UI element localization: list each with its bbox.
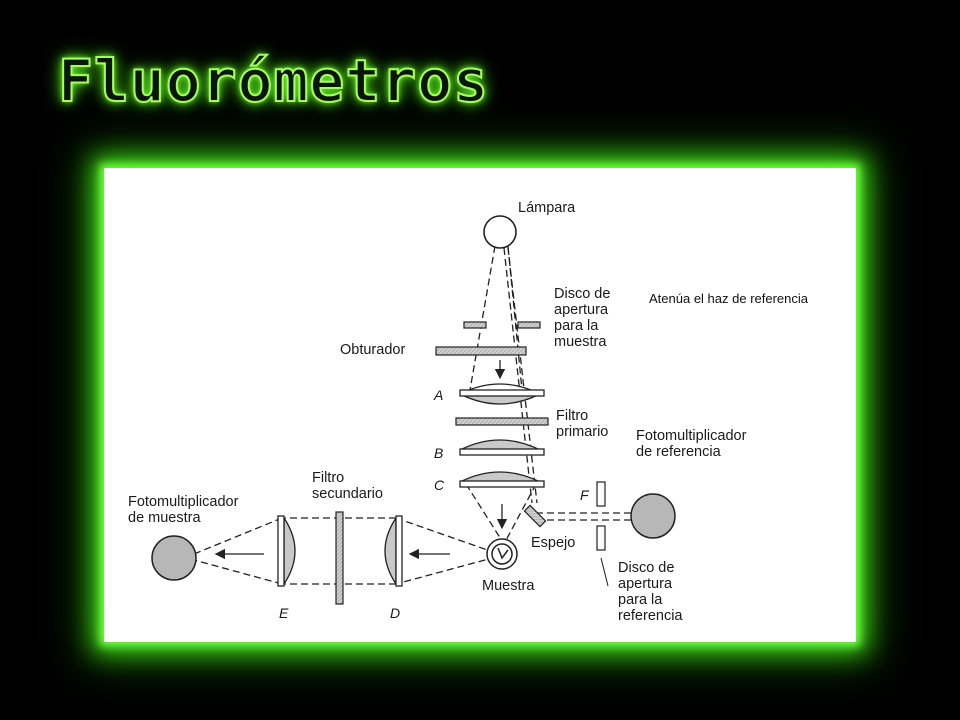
letter-e: E: [279, 605, 289, 621]
label-disco-muestra: Disco de apertura para la muestra: [554, 286, 611, 350]
letter-c: C: [434, 477, 445, 493]
letter-b: B: [434, 445, 444, 461]
label-fotomult-muestra: Fotomultiplicador de muestra: [128, 494, 239, 526]
label-disco-referencia: Disco de apertura para la referencia: [618, 560, 683, 624]
primary-filter: [455, 417, 549, 426]
annotation-reference-beam: Atenúa el haz de referencia: [649, 291, 808, 306]
label-espejo: Espejo: [531, 535, 576, 551]
lens-d: [384, 515, 403, 587]
reference-photomultiplier: [630, 493, 676, 539]
label-filtro-secundario: Filtro secundario: [312, 470, 383, 502]
lens-a: [459, 383, 545, 405]
secondary-filter: [335, 511, 344, 605]
label-lampara: Lámpara: [518, 200, 576, 216]
lamp: [483, 215, 517, 249]
aperture-disc-sample: [463, 321, 541, 329]
aperture-disc-reference: [596, 481, 606, 551]
sample-cuvette: [486, 538, 518, 570]
label-muestra: Muestra: [482, 578, 535, 594]
slide-title: Fluorómetros: [57, 47, 490, 115]
direction-arrows: [214, 360, 508, 560]
letter-d: D: [390, 605, 401, 621]
diagram-drawing: [151, 215, 676, 605]
letter-f: F: [580, 487, 589, 503]
mirror: [523, 504, 547, 528]
lens-b: [459, 439, 545, 456]
label-filtro-primario: Filtro primario: [556, 408, 609, 440]
lens-c: [459, 471, 545, 488]
fluorometer-diagram: Lámpara Disco de apertura para la muestr…: [104, 168, 856, 642]
label-fotomult-referencia: Fotomultiplicador de referencia: [636, 428, 747, 460]
letter-a: A: [434, 387, 444, 403]
shutter: [435, 346, 527, 356]
label-obturador: Obturador: [340, 342, 406, 358]
sample-photomultiplier: [151, 535, 197, 581]
lens-e: [277, 515, 296, 587]
reference-disc-leader: [600, 557, 609, 587]
